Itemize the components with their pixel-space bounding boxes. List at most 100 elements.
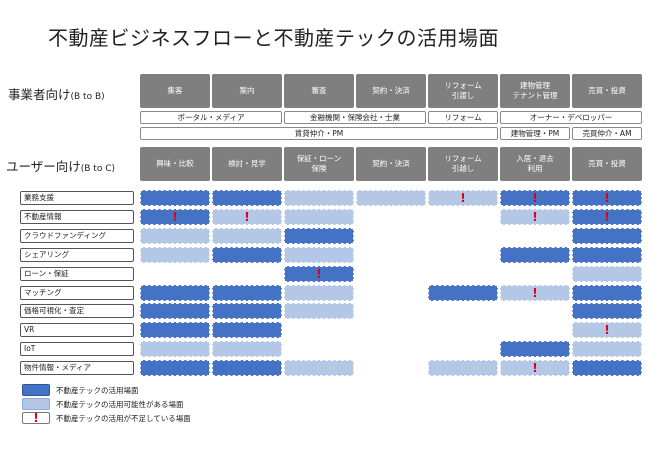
matrix-cell-possible: ! [500, 360, 570, 376]
alert-icon: ! [604, 191, 610, 205]
row-label: VR [20, 323, 134, 337]
row-label: 物件情報・メディア [20, 361, 134, 375]
matrix-cell-possible [212, 228, 282, 244]
matrix-cell-active [212, 322, 282, 338]
b2b-header-4: リフォーム引渡し [428, 74, 498, 108]
b2b-label: 事業者向け [8, 87, 71, 102]
matrix-cell-active: ! [140, 209, 210, 225]
legend-text-possible: 不動産テックの活用可能性がある場面 [56, 400, 184, 409]
row-label: ローン・保証 [20, 267, 134, 281]
matrix-cell-possible: ! [428, 190, 498, 206]
matrix-cell-active: ! [284, 266, 354, 282]
alert-icon: ! [532, 210, 538, 224]
b2c-header-5: 入居・退去利用 [500, 147, 570, 181]
matrix-cell-possible [212, 341, 282, 357]
row-label: IoT [20, 342, 134, 356]
matrix-cell-active [500, 247, 570, 263]
matrix-cell-active [500, 341, 570, 357]
b2b-header-0: 集客 [140, 74, 210, 108]
matrix-cell-active [572, 228, 642, 244]
matrix-cell-active [212, 360, 282, 376]
alert-icon: ! [532, 361, 538, 375]
b2c-section-label: ユーザー向け(B to C) [6, 156, 115, 175]
b2b-header-5: 建物管理テナント管理 [500, 74, 570, 108]
matrix-cell-possible [572, 341, 642, 357]
matrix-cell-possible [284, 285, 354, 301]
matrix-cell-possible: ! [500, 209, 570, 225]
alert-icon: ! [244, 210, 250, 224]
b2c-sub: (B to C) [80, 164, 116, 174]
b2b-section-label: 事業者向け(B to B) [8, 84, 105, 103]
alert-icon: ! [604, 210, 610, 224]
b2c-header-2: 保証・ローン保険 [284, 147, 354, 181]
matrix-cell-possible [284, 190, 354, 206]
band-sales-am: 売買仲介・AM [572, 127, 642, 140]
matrix-cell-active [212, 303, 282, 319]
band-rental-pm: 賃貸仲介・PM [140, 127, 498, 140]
b2b-header-3: 契約・決済 [356, 74, 426, 108]
matrix-cell-possible [284, 247, 354, 263]
b2c-label: ユーザー向け [6, 159, 81, 174]
row-label: 不動産情報 [20, 210, 134, 224]
b2c-header-6: 売買・投資 [572, 147, 642, 181]
band-owner-developer: オーナー・デベロッパー [500, 111, 642, 124]
b2c-header-4: リフォーム引越し [428, 147, 498, 181]
row-label: マッチング [20, 286, 134, 300]
matrix-cell-possible [356, 190, 426, 206]
b2b-header-1: 案内 [212, 74, 282, 108]
matrix-cell-active [140, 285, 210, 301]
alert-icon: ! [460, 191, 466, 205]
matrix-cell-possible [428, 360, 498, 376]
matrix-cell-active [572, 285, 642, 301]
legend-text-lacking: 不動産テックの活用が不足している場面 [56, 414, 191, 423]
matrix-cell-active [212, 247, 282, 263]
row-label: 業務支援 [20, 191, 134, 205]
b2c-header-0: 興味・比較 [140, 147, 210, 181]
matrix-cell-active [212, 285, 282, 301]
row-label: シェアリング [20, 248, 134, 262]
alert-icon: ! [172, 210, 178, 224]
legend-swatch-lacking: ! [22, 412, 50, 424]
matrix-cell-active [572, 303, 642, 319]
alert-icon: ! [532, 191, 538, 205]
matrix-cell-active: ! [572, 209, 642, 225]
matrix-cell-active: ! [572, 190, 642, 206]
b2c-header-1: 検討・見学 [212, 147, 282, 181]
alert-icon: ! [532, 286, 538, 300]
matrix-cell-active [572, 247, 642, 263]
matrix-cell-active [140, 360, 210, 376]
row-label: 価格可視化・査定 [20, 304, 134, 318]
matrix-cell-active [572, 360, 642, 376]
band-portal-media: ポータル・メディア [140, 111, 282, 124]
legend-swatch-active [22, 384, 50, 396]
matrix-cell-active [212, 190, 282, 206]
matrix-cell-active [140, 322, 210, 338]
legend-text-active: 不動産テックの活用場面 [56, 386, 139, 395]
matrix-cell-active: ! [500, 190, 570, 206]
b2b-header-2: 審査 [284, 74, 354, 108]
alert-icon: ! [316, 267, 322, 281]
matrix-cell-possible [140, 228, 210, 244]
legend-swatch-possible [22, 398, 50, 410]
matrix-cell-possible [284, 303, 354, 319]
matrix-cell-active [284, 228, 354, 244]
alert-icon: ! [33, 411, 39, 425]
matrix-cell-active [428, 285, 498, 301]
matrix-cell-possible: ! [572, 322, 642, 338]
matrix-cell-possible [140, 341, 210, 357]
matrix-cell-active [140, 303, 210, 319]
matrix-cell-possible [572, 266, 642, 282]
alert-icon: ! [604, 323, 610, 337]
matrix-cell-possible [284, 209, 354, 225]
band-building-pm: 建物管理・PM [500, 127, 570, 140]
matrix-cell-active [140, 190, 210, 206]
matrix-cell-possible [140, 247, 210, 263]
b2c-header-3: 契約・決済 [356, 147, 426, 181]
b2b-sub: (B to B) [70, 92, 105, 102]
matrix-cell-possible: ! [500, 285, 570, 301]
matrix-cell-possible [284, 360, 354, 376]
band-finance: 金融機関・保険会社・士業 [284, 111, 426, 124]
matrix-cell-possible: ! [212, 209, 282, 225]
band-reform: リフォーム [428, 111, 498, 124]
row-label: クラウドファンディング [20, 229, 134, 243]
